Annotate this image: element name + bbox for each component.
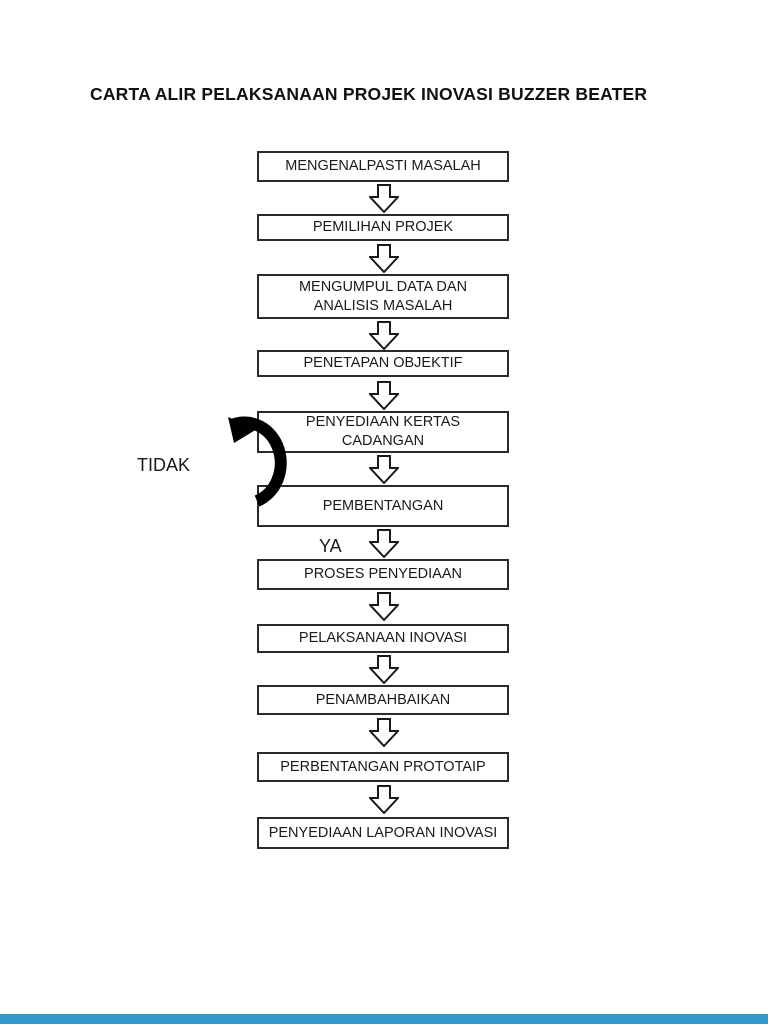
- flow-step-6-box: PEMBENTANGAN: [257, 485, 509, 527]
- page-title: CARTA ALIR PELAKSANAAN PROJEK INOVASI BU…: [90, 84, 648, 104]
- flow-step-10-box: PERBENTANGAN PROTOTAIP: [257, 752, 509, 782]
- flow-step-label: PENYEDIAAN LAPORAN INOVASI: [268, 824, 498, 841]
- flow-step-label: MENGENALPASTI MASALAH: [285, 158, 481, 174]
- flow-step-label: PELAKSANAAN INOVASI: [298, 630, 468, 646]
- flow-step-8-box: PELAKSANAAN INOVASI: [257, 624, 509, 653]
- flow-step-11-box: PENYEDIAAN LAPORAN INOVASI: [257, 817, 509, 849]
- flow-step-label: PENETAPAN OBJEKTIF: [303, 355, 463, 371]
- footer-bar: [0, 1014, 768, 1024]
- flow-step-label: PERBENTANGAN PROTOTAIP: [280, 758, 486, 775]
- flow-step-label: PENAMBAHBAIKAN: [315, 691, 451, 708]
- flow-step-3-box: MENGUMPUL DATA DAN ANALISIS MASALAH: [257, 274, 509, 319]
- flow-step-label: MENGUMPUL DATA DAN: [298, 278, 468, 295]
- down-arrow-icon: [369, 455, 399, 484]
- flow-step-5-box: PENYEDIAAN KERTAS CADANGAN: [257, 411, 509, 453]
- down-arrow-icon: [369, 184, 399, 213]
- down-arrow-icon: [369, 785, 399, 814]
- down-arrow-icon: [369, 244, 399, 273]
- down-arrow-icon: [369, 655, 399, 684]
- down-arrow-icon: [369, 381, 399, 410]
- flow-step-label: CADANGAN: [341, 433, 425, 449]
- loop-back-arrow-icon: [228, 416, 287, 507]
- flow-step-4-box: PENETAPAN OBJEKTIF: [257, 350, 509, 377]
- flow-step-1-box: MENGENALPASTI MASALAH: [257, 151, 509, 182]
- decision-yes-label: YA: [319, 536, 342, 556]
- down-arrow-icon: [369, 718, 399, 747]
- flow-step-9-box: PENAMBAHBAIKAN: [257, 685, 509, 715]
- flow-step-label: PROSES PENYEDIAAN: [304, 566, 462, 582]
- flow-step-7-box: PROSES PENYEDIAAN: [257, 559, 509, 590]
- flow-step-label: PEMBENTANGAN: [322, 497, 444, 514]
- flow-step-2-box: PEMILIHAN PROJEK: [257, 214, 509, 241]
- flow-step-label: PEMILIHAN PROJEK: [312, 219, 454, 235]
- flow-step-label: PENYEDIAAN KERTAS: [305, 414, 461, 430]
- flow-step-label: ANALISIS MASALAH: [313, 297, 453, 314]
- decision-no-label: TIDAK: [137, 455, 191, 475]
- down-arrow-icon: [369, 529, 399, 558]
- down-arrow-icon: [369, 321, 399, 350]
- down-arrow-icon: [369, 592, 399, 621]
